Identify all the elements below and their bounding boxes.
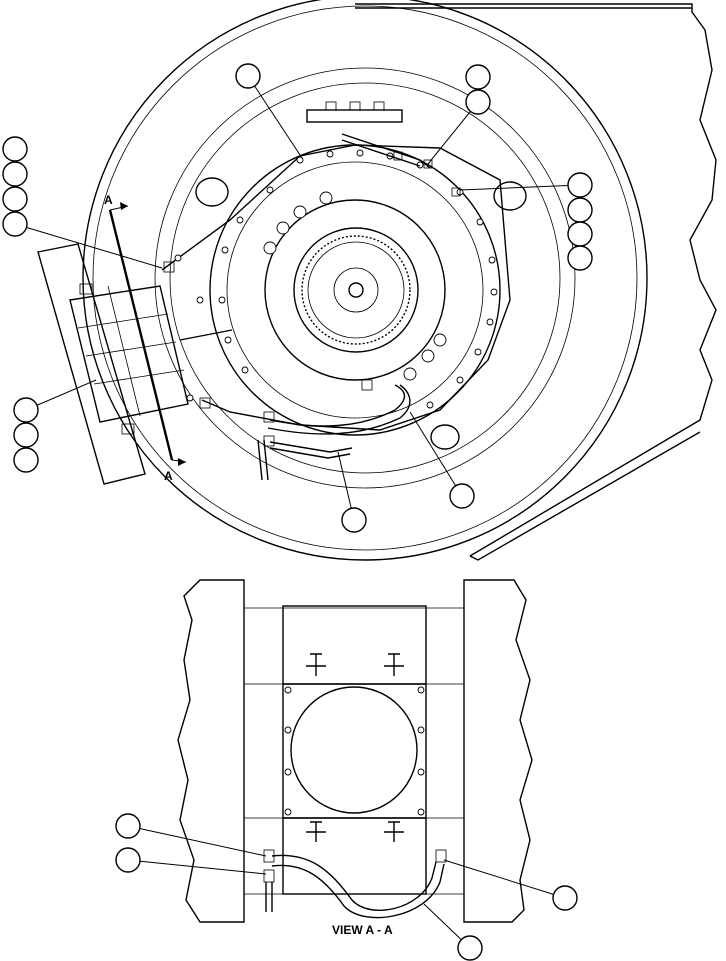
hub-circle bbox=[333, 267, 379, 313]
cooler-opening bbox=[290, 686, 418, 814]
cooler-front-plate bbox=[37, 243, 146, 485]
cooler-hose-upper-edge bbox=[267, 384, 411, 435]
callout-bubble-19 bbox=[552, 885, 578, 911]
fitting-upper-3 bbox=[451, 187, 461, 197]
callout-bubble-11 bbox=[2, 211, 28, 237]
callout-bubble-5 bbox=[567, 197, 593, 223]
view-hose bbox=[271, 854, 437, 912]
cooler-hose-upper bbox=[269, 384, 406, 427]
callout-bubble-4 bbox=[567, 172, 593, 198]
fitting-lower-1 bbox=[361, 379, 373, 391]
view-fitting-3 bbox=[435, 849, 447, 863]
frame-rail-left bbox=[177, 579, 245, 923]
callout-bubble-18 bbox=[115, 847, 141, 873]
callout-bubble-9 bbox=[2, 161, 28, 187]
callout-bubble-7 bbox=[567, 245, 593, 271]
callout-bubble-1 bbox=[235, 63, 261, 89]
housing-bolts bbox=[174, 149, 498, 409]
bracket-stud-3 bbox=[373, 101, 385, 111]
breather-tube-edge bbox=[341, 139, 421, 167]
cooler-fitting-top bbox=[79, 283, 93, 295]
breather-tube bbox=[341, 133, 431, 169]
bracket-stud-1 bbox=[325, 101, 337, 111]
mount-ear-bottom bbox=[430, 424, 460, 450]
hose-fitting-2 bbox=[263, 435, 275, 447]
hose-fitting-1 bbox=[263, 411, 275, 423]
cooler-hose-lower-edge bbox=[269, 447, 351, 459]
callout-bubble-15 bbox=[449, 483, 475, 509]
top-view: A A bbox=[37, 0, 717, 561]
callout-bubble-14 bbox=[13, 447, 39, 473]
callout-bubble-20 bbox=[457, 935, 483, 961]
ring-gear-teeth bbox=[301, 235, 411, 345]
center-shaft bbox=[348, 282, 364, 298]
callout-bubble-12 bbox=[13, 397, 39, 423]
converter-housing bbox=[209, 144, 501, 436]
cooler-fitting-bottom bbox=[121, 423, 135, 435]
housing-hub-ring bbox=[264, 199, 446, 381]
callout-bubble-17 bbox=[115, 813, 141, 839]
frame-rail-right bbox=[463, 579, 533, 923]
mount-circle bbox=[154, 67, 576, 489]
plate-bolts bbox=[284, 686, 425, 816]
callouts bbox=[2, 63, 593, 961]
view-fitting-2 bbox=[263, 869, 275, 883]
callout-bubble-10 bbox=[2, 186, 28, 212]
bracket-stud-2 bbox=[349, 101, 361, 111]
view-a-a: VIEW A - A bbox=[177, 579, 533, 937]
view-caption: VIEW A - A bbox=[332, 923, 393, 937]
cooler-mount-plate bbox=[282, 683, 427, 819]
drain-tube bbox=[257, 439, 269, 481]
hose-fitting-3 bbox=[199, 397, 211, 409]
frame-outline-right bbox=[469, 8, 717, 557]
section-marker-top: A bbox=[104, 193, 113, 207]
cooler-bracket bbox=[179, 329, 233, 341]
outer-housing-circle bbox=[82, 0, 648, 561]
view-hose-edge bbox=[271, 863, 445, 919]
top-frame-rail bbox=[355, 3, 693, 9]
fitting-upper-2 bbox=[423, 159, 433, 169]
mount-circle-2 bbox=[169, 82, 561, 474]
clamps bbox=[306, 653, 404, 842]
section-line-a-a: A A bbox=[104, 193, 187, 483]
mount-ear-right bbox=[493, 181, 527, 211]
section-cut-line bbox=[108, 209, 174, 461]
cooler-hose-lower bbox=[269, 441, 353, 453]
callout-bubble-8 bbox=[2, 136, 28, 162]
callout-bubble-13 bbox=[13, 422, 39, 448]
cooler-core bbox=[69, 285, 189, 423]
callout-bubble-16 bbox=[341, 507, 367, 533]
callout-bubble-3 bbox=[465, 89, 491, 115]
outer-housing-inner-circle bbox=[92, 5, 638, 551]
housing-ports bbox=[263, 191, 447, 381]
top-bracket bbox=[306, 109, 403, 123]
callout-bubble-2 bbox=[465, 64, 491, 90]
converter-housing-inner bbox=[226, 161, 484, 419]
view-drain-tube bbox=[265, 882, 273, 912]
cooler-bracket-lower bbox=[282, 817, 427, 895]
frame-edge-lower bbox=[469, 431, 701, 561]
hose-fitting-4 bbox=[163, 261, 175, 273]
callout-bubble-6 bbox=[567, 221, 593, 247]
ring-gear-inner bbox=[307, 241, 405, 339]
mount-ear-left bbox=[195, 177, 229, 207]
fitting-upper-1 bbox=[393, 151, 403, 161]
ring-gear-outer bbox=[293, 227, 419, 353]
cooler-bracket-upper bbox=[282, 605, 427, 685]
oil-cooler bbox=[37, 243, 233, 485]
section-marker-bottom: A bbox=[164, 469, 173, 483]
